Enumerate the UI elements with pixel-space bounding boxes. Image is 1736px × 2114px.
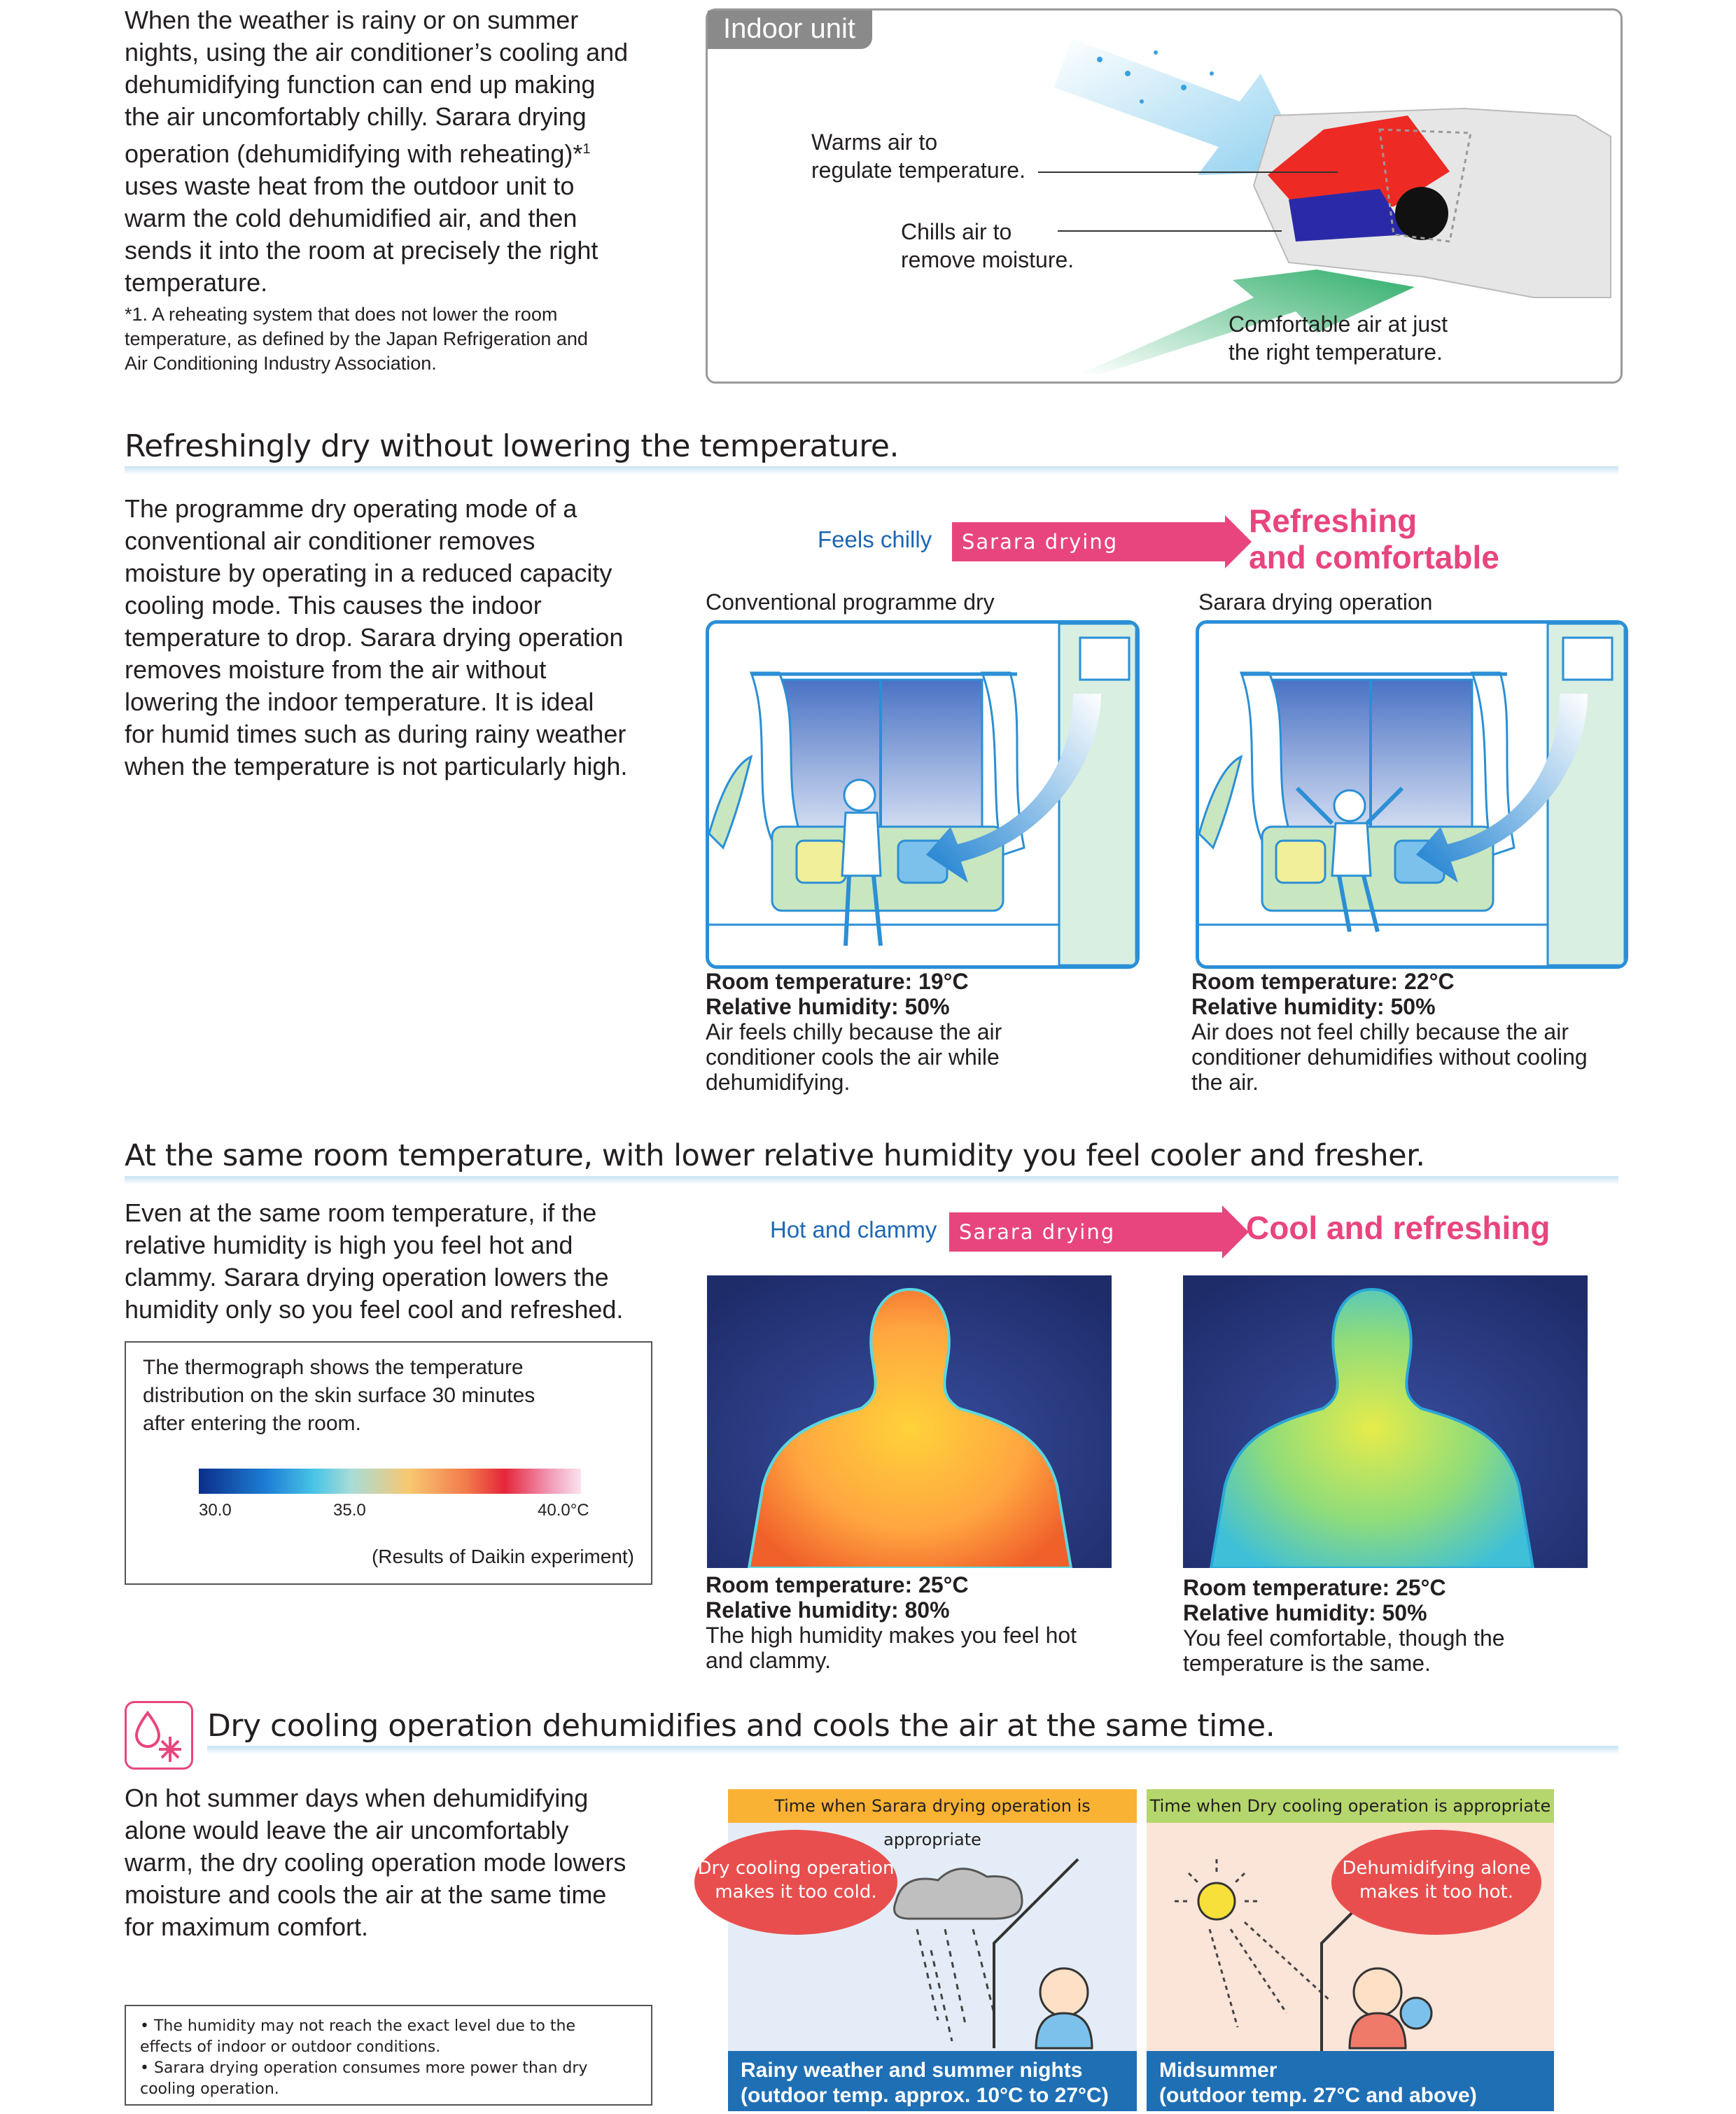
section2-heading: At the same room temperature, with lower… [125, 1138, 1425, 1173]
scale-label-mid: 35.0 [333, 1501, 366, 1520]
section1-heading: Refreshingly dry without lowering the te… [125, 428, 899, 464]
midsummer-panel-head: Time when Dry cooling operation is appro… [1147, 1789, 1554, 1823]
warms-air-label: Warms air to regulate temperature. [811, 130, 1026, 183]
sarara-title: Sarara drying operation [1198, 589, 1433, 615]
section3-underline [207, 1746, 1618, 1754]
sarara-arrow-2: Sarara drying operation [949, 1212, 1222, 1283]
section1-underline [125, 466, 1618, 475]
section3-paragraph: On hot summer days when dehumidifying al… [125, 1784, 626, 1941]
chills-air-label: Chills air to remove moisture. [901, 219, 1074, 272]
intro-footnote: *1. A reheating system that does not low… [125, 304, 588, 374]
scale-label-max: 40.0°C [538, 1501, 589, 1520]
notes-box: • The humidity may not reach the exact l… [125, 2005, 652, 2106]
cool-refreshing-label: Cool and refreshing [1246, 1210, 1550, 1246]
midsummer-panel-footer: Midsummer (outdoor temp. 27°C and above) [1147, 2051, 1554, 2111]
rainy-panel: Time when Sarara drying operation is app… [694, 1789, 1137, 2111]
room-conventional-illustration [709, 624, 1136, 965]
humid-caption: Room temperature: 25°C Relative humidity… [706, 1572, 1077, 1673]
section1-paragraph: The programme dry operating mode of a co… [125, 494, 628, 780]
rainy-panel-footer: Rainy weather and summer nights (outdoor… [728, 2051, 1137, 2111]
too-cold-bubble: Dry cooling operation makes it too cold. [694, 1830, 897, 1935]
dry-cooling-icon [125, 1701, 193, 1770]
room-sarara [1196, 620, 1628, 969]
intro-paragraph: When the weather is rainy or on summer n… [125, 6, 629, 297]
sarara-thermo-caption: Room temperature: 25°C Relative humidity… [1183, 1575, 1505, 1676]
sarara-caption: Room temperature: 22°C Relative humidity… [1191, 969, 1588, 1095]
sarara-arrowhead-1 [1225, 515, 1252, 568]
section2-underline [125, 1176, 1618, 1184]
conventional-caption: Room temperature: 19°C Relative humidity… [706, 969, 1002, 1095]
midsummer-panel: Time when Dry cooling operation is appro… [1147, 1789, 1554, 2111]
experiment-source: (Results of Daikin experiment) [371, 1546, 634, 1567]
thermograph-legend-text: The thermograph shows the temperature di… [143, 1356, 536, 1435]
section2-paragraph: Even at the same room temperature, if th… [125, 1198, 624, 1324]
thermograph-humid-image [707, 1275, 1112, 1568]
room-conventional [706, 620, 1140, 969]
indoor-unit-illustration [1038, 38, 1611, 374]
thermograph-legend-box: The thermograph shows the temperature di… [125, 1341, 652, 1585]
conventional-title: Conventional programme dry [706, 589, 995, 615]
thermograph-humid [707, 1275, 1112, 1568]
comfortable-air-label: Comfortable air at just the right temper… [1228, 312, 1448, 365]
droplet-snowflake-icon [134, 1710, 181, 1762]
too-hot-bubble: Dehumidifying alone makes it too hot. [1331, 1830, 1541, 1935]
temperature-scale-bar [199, 1469, 581, 1494]
thermograph-sarara [1183, 1275, 1588, 1568]
thermograph-sarara-image [1183, 1275, 1588, 1568]
feels-chilly-label: Feels chilly [818, 526, 932, 552]
refreshing-label: Refreshing and comfortable [1249, 503, 1499, 575]
midsummer-scene [1175, 1858, 1433, 2085]
section3-heading: Dry cooling operation dehumidifies and c… [207, 1708, 1275, 1744]
indoor-unit-badge: Indoor unit [708, 10, 873, 49]
sarara-arrowhead-2 [1222, 1205, 1249, 1259]
rainy-scene [819, 1858, 1093, 2085]
scale-label-min: 30.0 [199, 1501, 232, 1520]
hot-clammy-label: Hot and clammy [770, 1217, 937, 1242]
indoor-unit-panel: Indoor unit Warms air to regulate temper… [706, 8, 1623, 384]
rainy-panel-head: Time when Sarara drying operation is app… [728, 1789, 1137, 1849]
sarara-arrow-1: Sarara drying operation [952, 522, 1225, 593]
room-sarara-illustration [1199, 624, 1625, 965]
